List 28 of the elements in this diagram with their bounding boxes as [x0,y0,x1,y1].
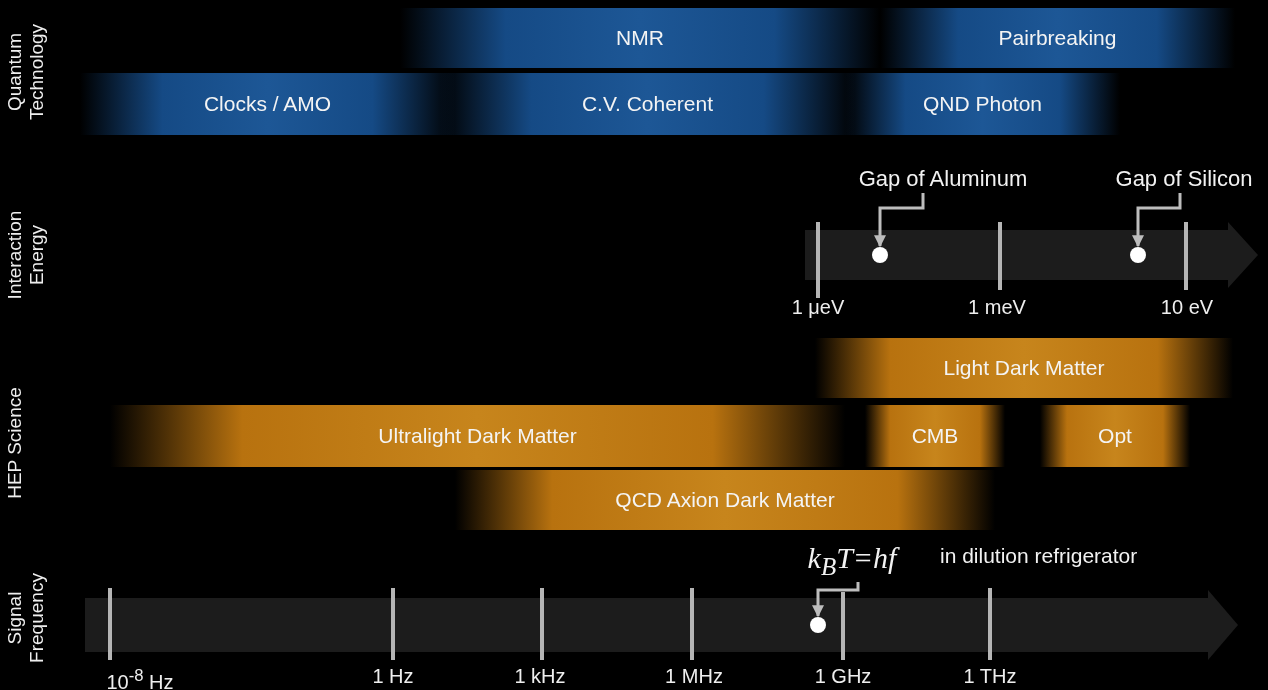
range-band: Light Dark Matter [815,338,1233,398]
tick-label: 10 eV [1160,295,1214,319]
callout-text: Gap of Silicon [1100,165,1268,193]
row-label: Signal Frequency [4,572,48,665]
leader-arrow [1132,193,1182,248]
range-band: Ultralight Dark Matter [110,405,845,467]
tick-label: 1 kHz [514,664,566,688]
range-band: Pairbreaking [880,8,1235,68]
row-label: Interaction Energy [4,209,48,302]
range-band: CMB [865,405,1005,467]
formula-text: k$_{B}$T=hf [782,540,922,582]
range-band: NMR [400,8,880,68]
tick-label: 1 GHz [814,664,872,688]
tick-label: 1 meV [968,295,1026,319]
range-band: QND Photon [845,73,1120,135]
row-label: Quantum Technology [4,22,48,123]
row-label: HEP Science [4,386,26,501]
callout-text: Gap of Aluminum [838,165,1048,193]
range-band: QCD Axion Dark Matter [455,470,995,530]
tick-label: 1 MHz [665,664,723,688]
tick-label: 1 THz [963,664,1017,688]
tick-label: 1 Hz [372,664,414,688]
leader-arrow [812,582,860,618]
note-text: in dilution refrigerator [940,544,1138,568]
leader-arrow [874,193,925,248]
tick-label: 10$^{-8}$ Hz [106,665,174,690]
range-band: Opt [1040,405,1190,467]
tick-label: 1 μeV [791,295,845,319]
